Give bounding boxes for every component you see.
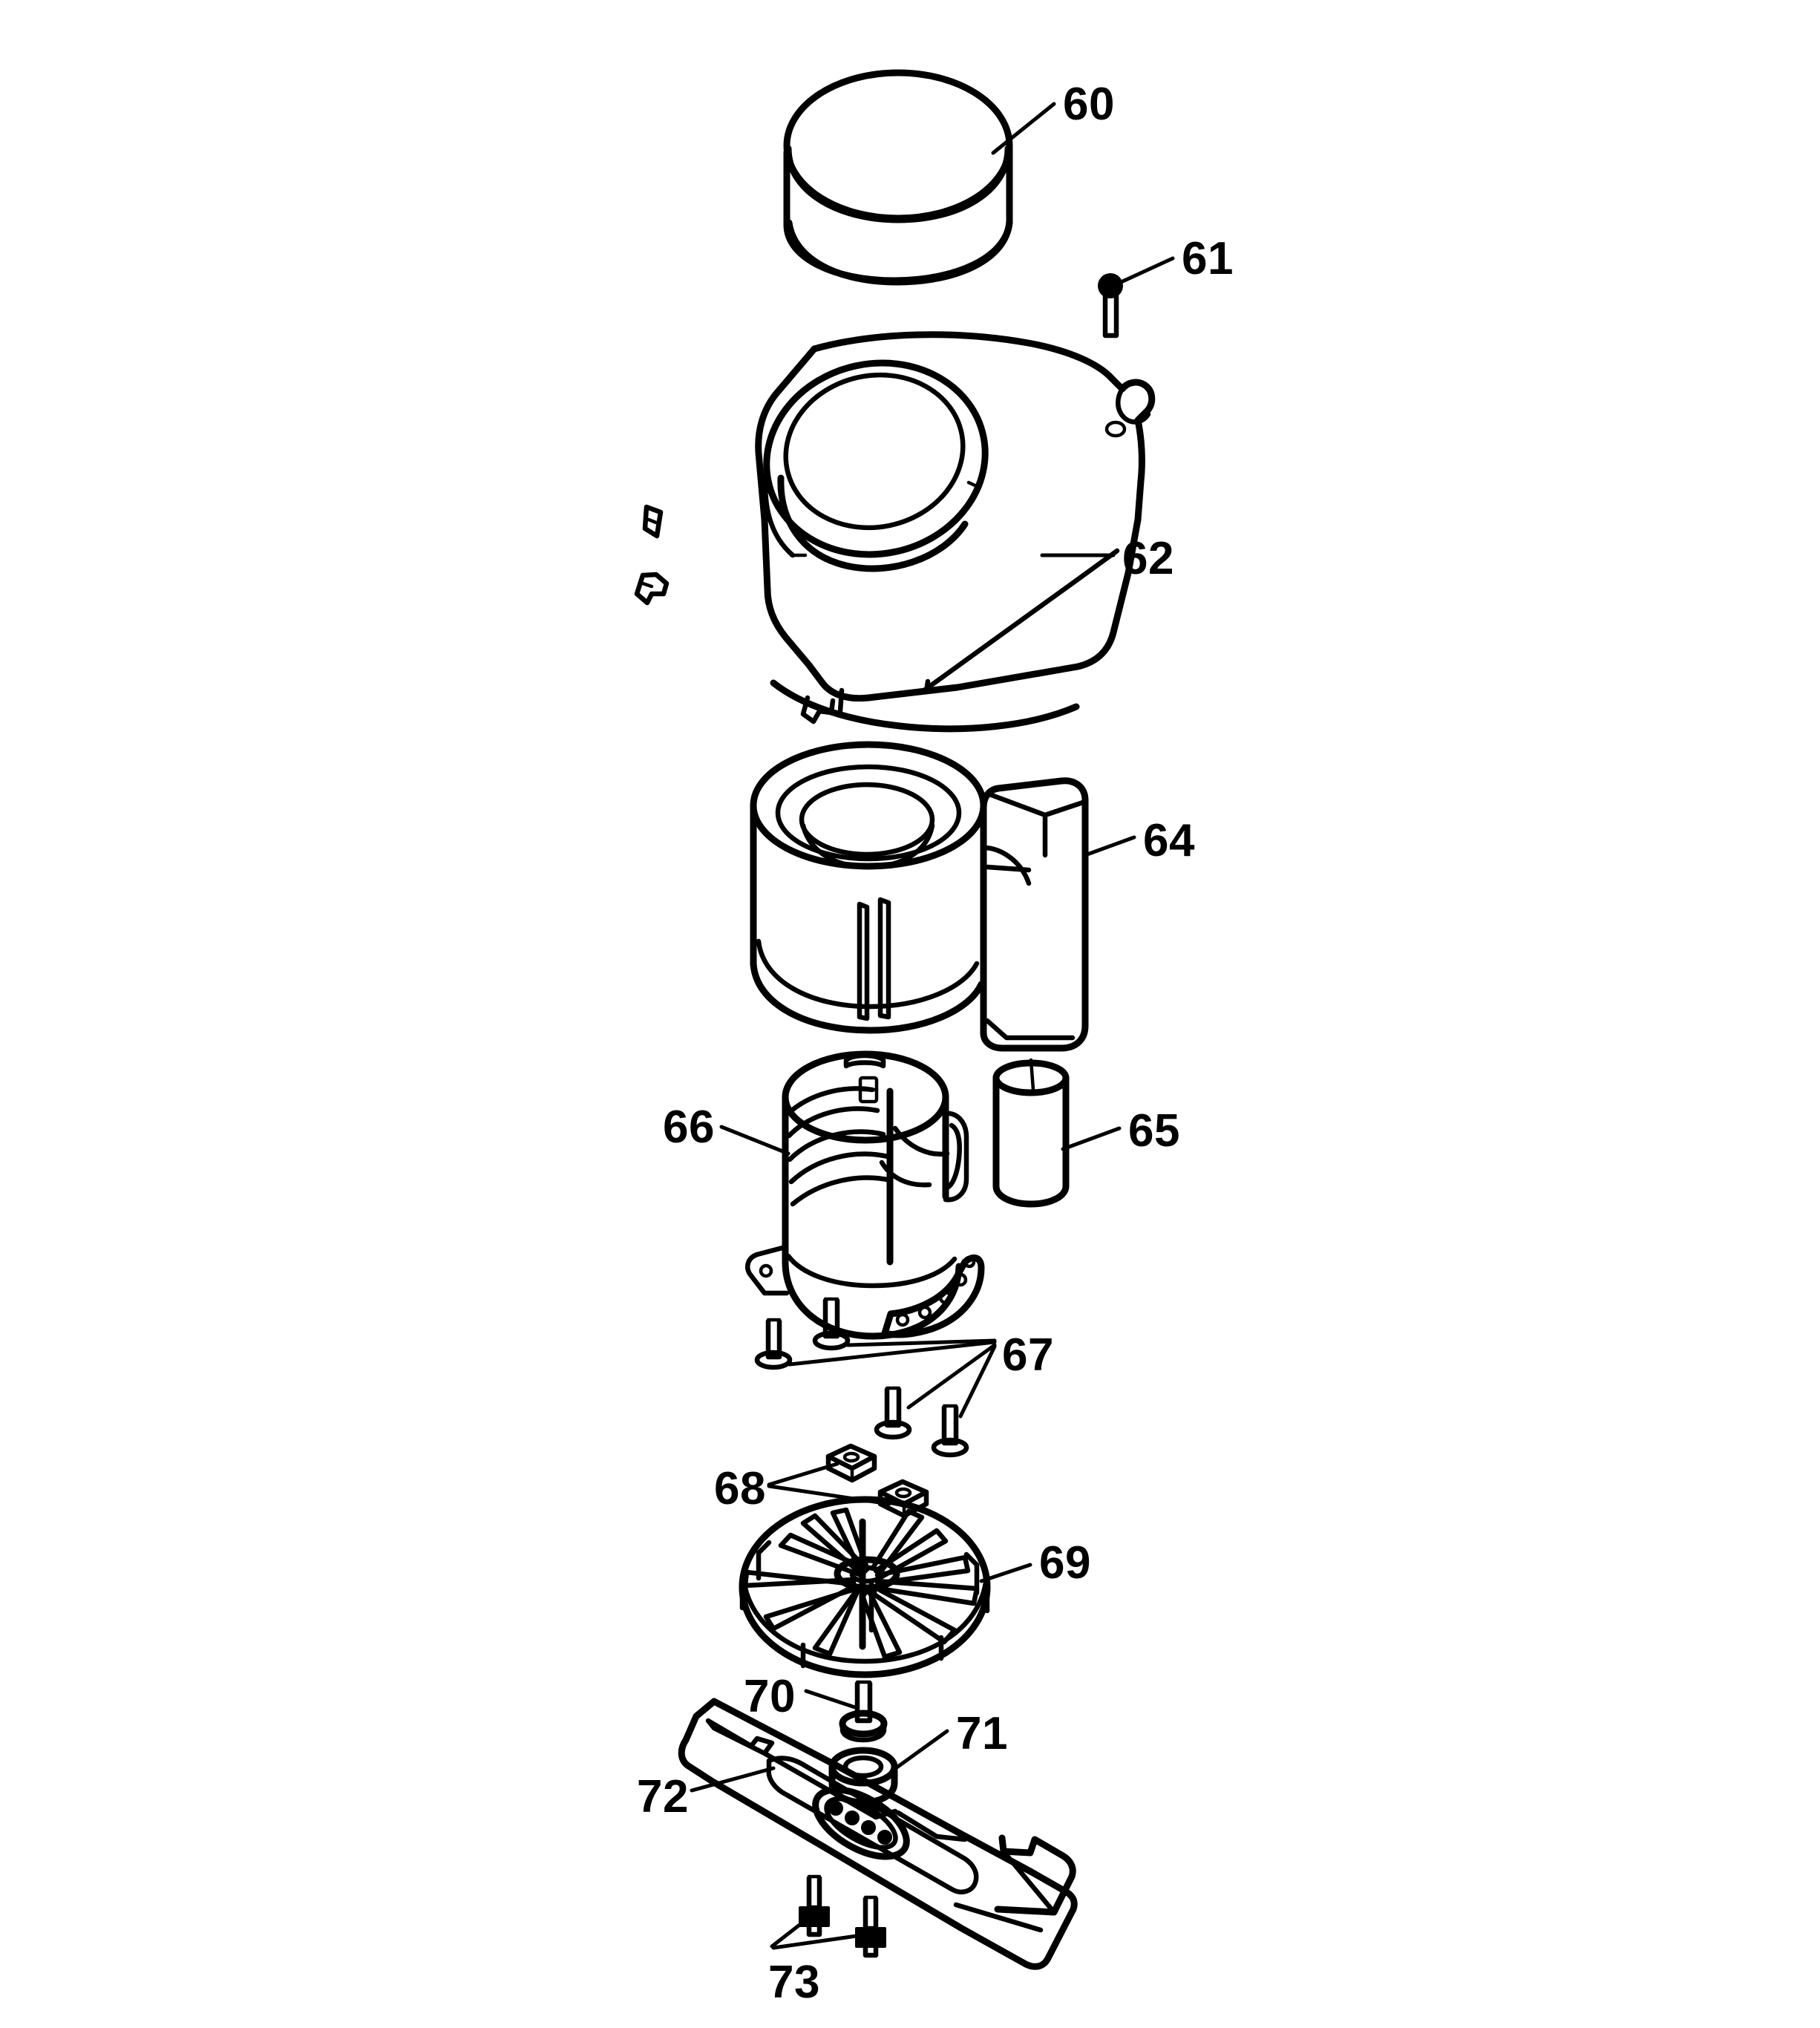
callout-68: 68: [714, 1463, 766, 1514]
part-70-bolt: [839, 1680, 888, 1743]
leader-67-b: [845, 1338, 997, 1347]
callout-70: 70: [744, 1671, 796, 1722]
leader-70: [804, 1689, 857, 1710]
part-64-housing: [750, 741, 1089, 1052]
part-62-cover: [634, 331, 1156, 733]
key-68-a: [825, 1443, 877, 1483]
part-67-screws: [754, 1297, 969, 1458]
leader-72: [690, 1766, 776, 1793]
leader-67-c: [906, 1343, 997, 1410]
part-65-capacitor: [992, 1058, 1070, 1208]
leader-68-a: [767, 1462, 839, 1487]
callout-61: 61: [1182, 233, 1234, 284]
part-61-screw: [1098, 273, 1123, 338]
screw-67-b: [812, 1297, 851, 1351]
callout-66: 66: [663, 1102, 715, 1153]
leader-60: [991, 102, 1056, 155]
leader-67-d: [958, 1344, 997, 1419]
callout-72: 72: [637, 1771, 689, 1822]
callout-65: 65: [1128, 1105, 1180, 1157]
part-66-motor: [745, 1050, 985, 1340]
leader-67-a: [788, 1340, 997, 1367]
leader-lines: [690, 102, 1175, 1950]
part-72-blade: [678, 1698, 1078, 1970]
leader-68-b: [767, 1484, 891, 1506]
leader-71: [891, 1729, 949, 1772]
callout-73: 73: [768, 1957, 820, 2008]
part-69-fan: [739, 1496, 991, 1678]
screw-67-d: [931, 1404, 969, 1458]
leader-65: [1061, 1126, 1122, 1151]
bolt-73-b: [855, 1895, 886, 1958]
leader-69: [979, 1563, 1032, 1583]
part-60-cap: [783, 69, 1013, 286]
leader-61: [1116, 256, 1175, 286]
screw-67-c: [874, 1386, 912, 1440]
callout-60: 60: [1063, 79, 1115, 130]
leader-64: [1083, 835, 1136, 857]
callout-64: 64: [1143, 815, 1195, 866]
callout-62: 62: [1122, 533, 1174, 584]
leader-66: [719, 1125, 790, 1156]
leader-73-b: [771, 1932, 869, 1950]
callout-67: 67: [1002, 1329, 1054, 1381]
callout-71: 71: [956, 1708, 1008, 1759]
callout-69: 69: [1039, 1537, 1091, 1589]
leader-73-a: [770, 1913, 814, 1949]
bolt-73-a: [799, 1874, 830, 1937]
screw-67-a: [754, 1318, 793, 1370]
